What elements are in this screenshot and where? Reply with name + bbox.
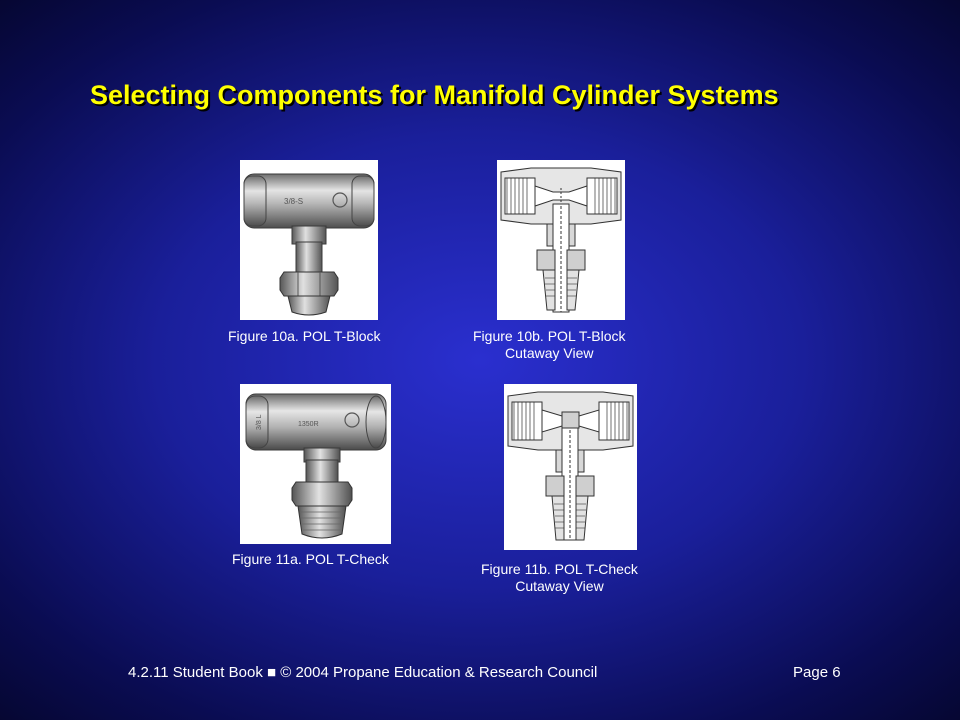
t-check-photo-illustration: 3/8 L 1350R <box>245 393 387 539</box>
footer-page-number: Page 6 <box>793 664 841 681</box>
figure-11a-image: 3/8 L 1350R <box>240 384 391 544</box>
figure-10a-caption: Figure 10a. POL T-Block <box>228 328 381 345</box>
footer-credit: 4.2.11 Student Book ■ © 2004 Propane Edu… <box>128 664 598 681</box>
figure-11b-image <box>504 384 637 550</box>
figure-10a-image: 3/8-S <box>240 160 378 320</box>
figure-11a-caption: Figure 11a. POL T-Check <box>232 551 389 568</box>
figure-10b-image <box>497 160 625 320</box>
t-block-photo-illustration: 3/8-S <box>243 173 375 316</box>
figure-11a-mark-mid: 1350R <box>298 421 319 428</box>
figure-11b-caption: Figure 11b. POL T-Check Cutaway View <box>481 561 638 595</box>
caption-line: Cutaway View <box>505 345 594 361</box>
t-check-cutaway-illustration <box>507 391 634 541</box>
figure-11a-mark-left: 3/8 L <box>256 414 263 430</box>
t-block-cutaway-illustration <box>500 167 622 313</box>
caption-line: Figure 11b. POL T-Check <box>481 561 638 577</box>
caption-line: Figure 10b. POL T-Block <box>473 328 626 344</box>
caption-line: Cutaway View <box>515 578 604 594</box>
slide-title: Selecting Components for Manifold Cylind… <box>90 80 779 110</box>
figure-10a-mark: 3/8-S <box>284 197 303 206</box>
caption-line: Figure 11a. POL T-Check <box>232 551 389 567</box>
figure-10b-caption: Figure 10b. POL T-Block Cutaway View <box>473 328 626 362</box>
caption-line: Figure 10a. POL T-Block <box>228 328 381 344</box>
